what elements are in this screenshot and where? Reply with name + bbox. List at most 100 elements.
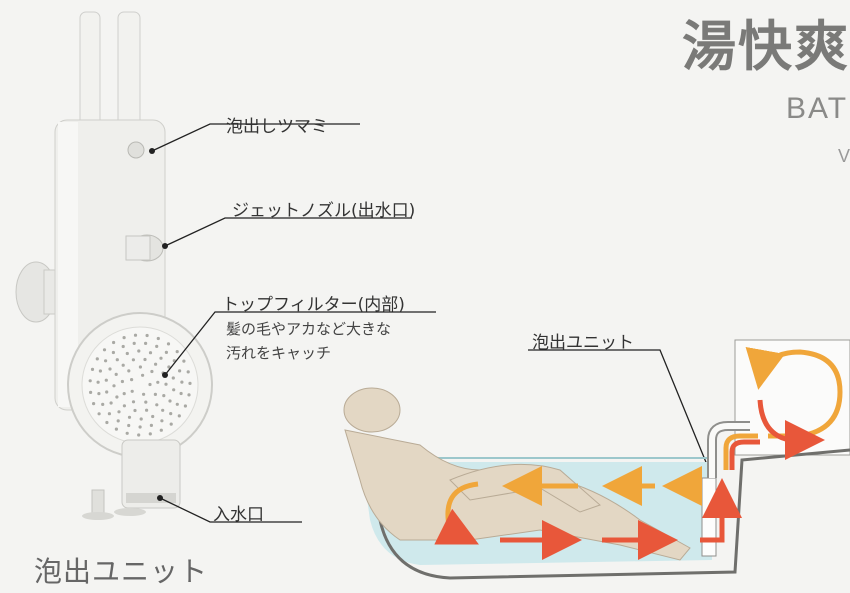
filter-hole [133, 408, 137, 413]
filter-hole [188, 381, 192, 385]
filter-hole [112, 384, 116, 388]
filter-hole [166, 342, 171, 346]
filter-hole [141, 373, 145, 377]
filter-hole [98, 369, 102, 373]
filter-hole [167, 365, 171, 369]
filter-hole [97, 412, 101, 416]
filter-hole [138, 425, 142, 429]
filter-hole [144, 341, 148, 345]
filter-hole [112, 340, 116, 345]
jet-nozzle-label: ジェットノズル(出水口) [232, 201, 416, 221]
filter-hole [183, 404, 187, 408]
filter-hole [96, 380, 100, 384]
product-subtitle: BAT [786, 92, 849, 125]
filter-hole [117, 410, 121, 414]
filter-hole [116, 419, 120, 423]
filter-hole [151, 414, 155, 419]
filter-hole [104, 378, 108, 382]
filter-hole [131, 358, 135, 362]
filter-hole [164, 350, 168, 354]
filter-hole [114, 427, 118, 431]
filter-hole [155, 344, 159, 348]
filter-hole [130, 389, 134, 393]
filter-hole [102, 348, 107, 352]
filter-hole [187, 393, 191, 397]
filter-hole [89, 390, 93, 394]
diagram-unit-label: 泡出ユニット [532, 333, 634, 353]
filter-hole [122, 392, 126, 396]
filter-hole [125, 431, 129, 435]
filter-hole [114, 372, 118, 376]
filter-hole [178, 369, 182, 373]
water-inlet-label: 入水口 [213, 505, 264, 525]
filter-hole [107, 412, 111, 416]
filter-hole [144, 400, 148, 404]
filter-hole [186, 370, 190, 374]
filter-hole [179, 391, 183, 396]
filter-hole [175, 402, 179, 406]
filter-hole [137, 433, 141, 437]
filter-hole [120, 379, 124, 384]
filter-hole [115, 395, 119, 399]
filter-hole [156, 336, 160, 341]
filter-hole [130, 378, 134, 382]
filter-hole [127, 423, 131, 428]
filter-hole [148, 382, 152, 387]
filter-hole [159, 356, 163, 360]
filter-hole [108, 367, 112, 371]
filter-hole [132, 341, 136, 345]
filter-hole [169, 412, 173, 416]
filter-hole [148, 351, 153, 355]
filter-hole [133, 333, 138, 337]
filter-hole [121, 363, 125, 367]
filter-hole [92, 402, 96, 406]
filter-hole [161, 408, 165, 412]
filter-hole [88, 379, 92, 383]
filter-hole [125, 351, 129, 356]
top-filter-label: トップフィルター(内部) [222, 295, 405, 315]
filter-hole [101, 402, 105, 406]
filter-hole [172, 388, 176, 392]
filter-hole [153, 392, 157, 396]
filter-hole [145, 333, 149, 338]
filter-hole [127, 415, 132, 419]
filter-hole [111, 350, 115, 355]
filter-hole [97, 392, 101, 396]
filter-hole [104, 359, 108, 363]
filter-hole [182, 359, 186, 363]
unit-caption: 泡出ユニット [34, 555, 209, 588]
filter-hole [164, 382, 168, 386]
filter-hole [159, 428, 163, 432]
filter-note-line2: 汚れをキャッチ [226, 344, 332, 362]
filter-hole [109, 401, 113, 405]
filter-hole [137, 349, 141, 353]
filter-hole [127, 369, 131, 373]
filter-hole [175, 350, 179, 354]
filter-hole [150, 369, 154, 374]
filter-hole [154, 362, 158, 366]
filter-hole [142, 392, 146, 396]
filter-hole [138, 365, 142, 369]
filter-hole [131, 400, 136, 404]
filter-hole [177, 414, 181, 418]
product-subtitle-fragment: V [838, 146, 850, 166]
filter-hole [180, 380, 184, 384]
filter-note-line1: 髪の毛やアカなど大きな [226, 320, 392, 338]
filter-hole [105, 420, 109, 425]
filter-hole [168, 399, 172, 403]
filter-hole [148, 432, 152, 436]
product-title: 湯快爽 [682, 15, 850, 78]
filter-hole [115, 358, 119, 362]
filter-hole [169, 422, 173, 426]
bubble-knob-label: 泡出しツマミ [226, 117, 328, 137]
filter-hole [90, 367, 95, 371]
filter-hole [149, 423, 153, 427]
filter-hole [160, 419, 164, 423]
filter-hole [95, 357, 99, 361]
filter-hole [155, 403, 159, 407]
filter-hole [122, 336, 126, 340]
filter-hole [121, 344, 125, 349]
